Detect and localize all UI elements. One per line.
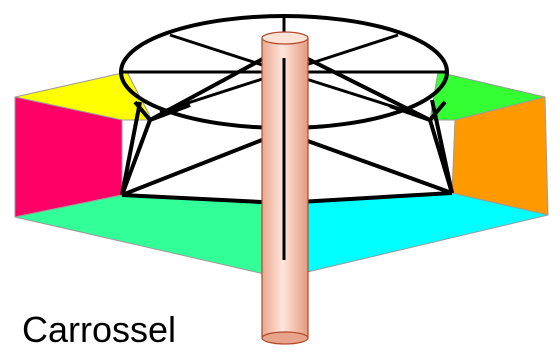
panel-front-right bbox=[282, 193, 548, 278]
diagram-caption: Carrossel bbox=[22, 312, 176, 348]
